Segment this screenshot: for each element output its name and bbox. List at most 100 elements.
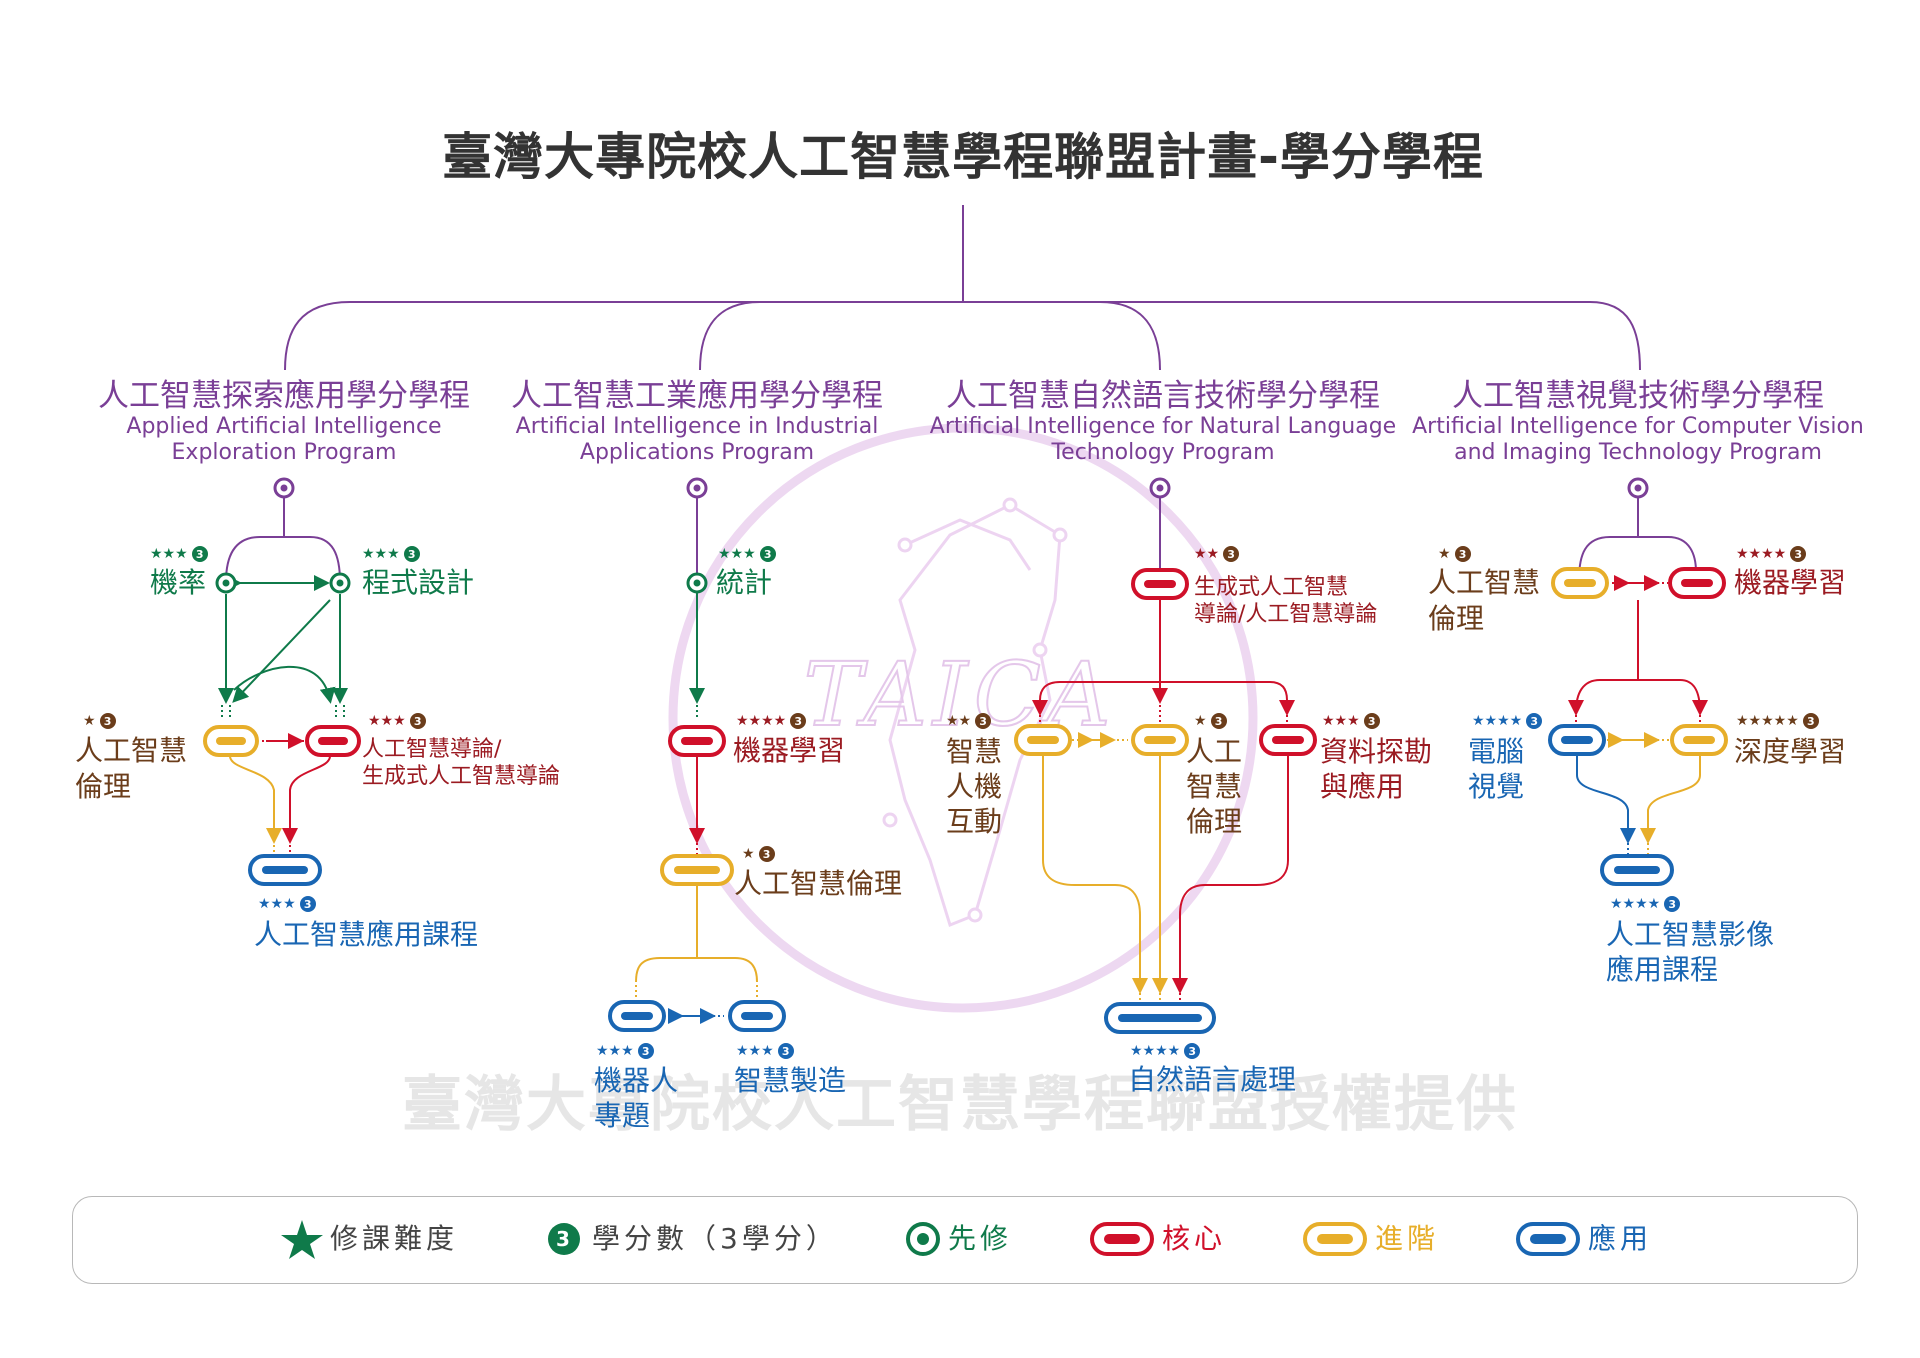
course-meta: ★★★★ 3 xyxy=(1130,1043,1201,1060)
program3-pills xyxy=(1014,568,1317,1034)
course-data-mining-line2: 與應用 xyxy=(1320,770,1405,803)
course-meta: ★★★ 3 xyxy=(1322,713,1380,730)
credits-badge: 3 xyxy=(1664,896,1681,913)
legend-credits-label: 學分數（3學分） xyxy=(592,1222,838,1255)
credits-badge: 3 xyxy=(1454,546,1471,563)
course-probability: 機率 xyxy=(150,566,207,599)
difficulty-stars: ★ xyxy=(742,846,755,862)
course-ai-imaging-line1: 人工智慧影像 xyxy=(1606,918,1775,951)
course-meta: ★★★ 3 xyxy=(258,896,316,913)
program3-title-zh: 人工智慧自然語言技術學分學程 xyxy=(946,378,1380,414)
program2-pills xyxy=(608,725,786,1032)
course-deep-learning: 深度學習 xyxy=(1734,735,1847,768)
credits-badge: 3 xyxy=(777,1043,794,1060)
page-title: 臺灣大專院校人工智慧學程聯盟計畫-學分學程 xyxy=(442,128,1484,186)
course-meta: ★ 3 xyxy=(1194,713,1227,730)
legend-applied-label: 應用 xyxy=(1588,1222,1653,1255)
course-robotics-project-line1: 機器人 xyxy=(594,1064,679,1097)
difficulty-stars: ★★★★ xyxy=(736,713,787,729)
legend-credits-icon xyxy=(548,1223,580,1255)
credits-badge: 3 xyxy=(1802,713,1819,730)
program4-connectors xyxy=(1568,477,1708,855)
legend-credits-badge-text: 3 xyxy=(556,1227,570,1251)
difficulty-stars: ★★★ xyxy=(368,713,406,729)
program1-title-en-line1: Applied Artificial Intelligence xyxy=(126,414,442,439)
watermark-letters: TAICA xyxy=(803,643,1116,746)
course-machine-learning: 機器學習 xyxy=(733,734,846,767)
course-meta: ★★★ 3 xyxy=(718,546,776,563)
legend-icons xyxy=(281,1220,1580,1259)
course-genai-intro-line1: 生成式人工智慧 xyxy=(1194,575,1349,600)
credits-badge: 3 xyxy=(637,1043,654,1060)
program4-title-en-line1: Artificial Intelligence for Computer Vis… xyxy=(1412,414,1864,439)
watermark-text: 臺灣大專院校人工智慧學程聯盟授權提供 xyxy=(402,1070,1518,1140)
program1-title-zh: 人工智慧探索應用學分學程 xyxy=(98,378,470,414)
course-ai-ethics-line1: 人工 xyxy=(1186,735,1243,768)
course-computer-vision-line2: 視覺 xyxy=(1468,770,1525,803)
course-hci-line1: 智慧 xyxy=(946,735,1003,768)
difficulty-stars: ★★★ xyxy=(1322,713,1360,729)
program3-title-en-line2: Technology Program xyxy=(1051,440,1275,465)
course-meta: ★★★★ 3 xyxy=(736,713,807,730)
legend-prereq-label: 先修 xyxy=(948,1222,1013,1255)
credits-badge: 3 xyxy=(1790,546,1807,563)
difficulty-stars: ★ xyxy=(83,713,96,729)
legend-star-icon xyxy=(281,1220,323,1259)
course-ai-applications: 人工智慧應用課程 xyxy=(254,918,479,951)
course-meta: ★★★ 3 xyxy=(596,1043,654,1060)
course-hci-line2: 人機 xyxy=(946,770,1003,803)
course-meta: ★ 3 xyxy=(83,713,116,730)
credits-badge: 3 xyxy=(790,713,807,730)
difficulty-stars: ★★★ xyxy=(362,546,400,562)
tree-top-connectors xyxy=(284,205,1641,371)
course-machine-learning: 機器學習 xyxy=(1734,566,1847,599)
difficulty-stars: ★★★★★ xyxy=(1736,713,1799,729)
course-meta: ★★★★★ 3 xyxy=(1736,713,1819,730)
difficulty-stars: ★★★ xyxy=(150,546,188,562)
course-meta: ★ 3 xyxy=(742,846,775,863)
course-ai-ethics-line3: 倫理 xyxy=(1186,805,1243,838)
course-hci-line3: 互動 xyxy=(946,805,1003,838)
course-meta: ★★★ 3 xyxy=(368,713,426,730)
course-smart-manufacturing: 智慧製造 xyxy=(734,1064,847,1097)
program3-connectors xyxy=(1032,477,1295,1003)
course-ai-intro-line2: 生成式人工智慧導論 xyxy=(362,764,561,789)
credits-badge: 3 xyxy=(759,546,776,563)
legend-core-label: 核心 xyxy=(1162,1222,1227,1255)
course-ai-ethics-line1: 人工智慧 xyxy=(1428,566,1541,599)
course-meta: ★★★★ 3 xyxy=(1472,713,1543,730)
course-meta: ★★★ 3 xyxy=(736,1043,794,1060)
course-ai-ethics: 人工智慧倫理 xyxy=(734,867,903,900)
difficulty-stars: ★★★★ xyxy=(1736,546,1787,562)
program4-pills xyxy=(1548,567,1728,886)
program1-pills xyxy=(203,725,361,886)
difficulty-stars: ★★★★ xyxy=(1610,896,1661,912)
course-meta: ★★ 3 xyxy=(946,713,992,730)
difficulty-stars: ★ xyxy=(1194,713,1207,729)
difficulty-stars: ★★★ xyxy=(718,546,756,562)
credits-badge: 3 xyxy=(299,896,316,913)
course-data-mining-line1: 資料探勘 xyxy=(1320,735,1433,768)
credits-badge: 3 xyxy=(975,713,992,730)
program2-title-zh: 人工智慧工業應用學分學程 xyxy=(511,378,883,414)
credits-badge: 3 xyxy=(1223,546,1240,563)
course-ai-ethics-line2: 倫理 xyxy=(1428,602,1485,635)
course-meta: ★ 3 xyxy=(1438,546,1471,563)
legend-advanced-label: 進階 xyxy=(1375,1222,1440,1255)
program2-connectors xyxy=(635,477,758,1024)
credits-badge: 3 xyxy=(191,546,208,563)
credits-badge: 3 xyxy=(1210,713,1227,730)
course-robotics-project-line2: 專題 xyxy=(594,1099,651,1132)
course-ai-ethics-line1: 人工智慧 xyxy=(75,734,188,767)
course-ai-ethics-line2: 倫理 xyxy=(75,770,132,803)
difficulty-stars: ★ xyxy=(1438,546,1451,562)
difficulty-stars: ★★★ xyxy=(736,1043,774,1059)
course-genai-intro-line2: 導論/人工智慧導論 xyxy=(1194,602,1378,627)
course-meta: ★★★ 3 xyxy=(150,546,208,563)
credits-badge: 3 xyxy=(1184,1043,1201,1060)
program1-connectors xyxy=(215,477,351,855)
course-programming: 程式設計 xyxy=(362,566,475,599)
course-meta: ★★★★ 3 xyxy=(1610,896,1681,913)
